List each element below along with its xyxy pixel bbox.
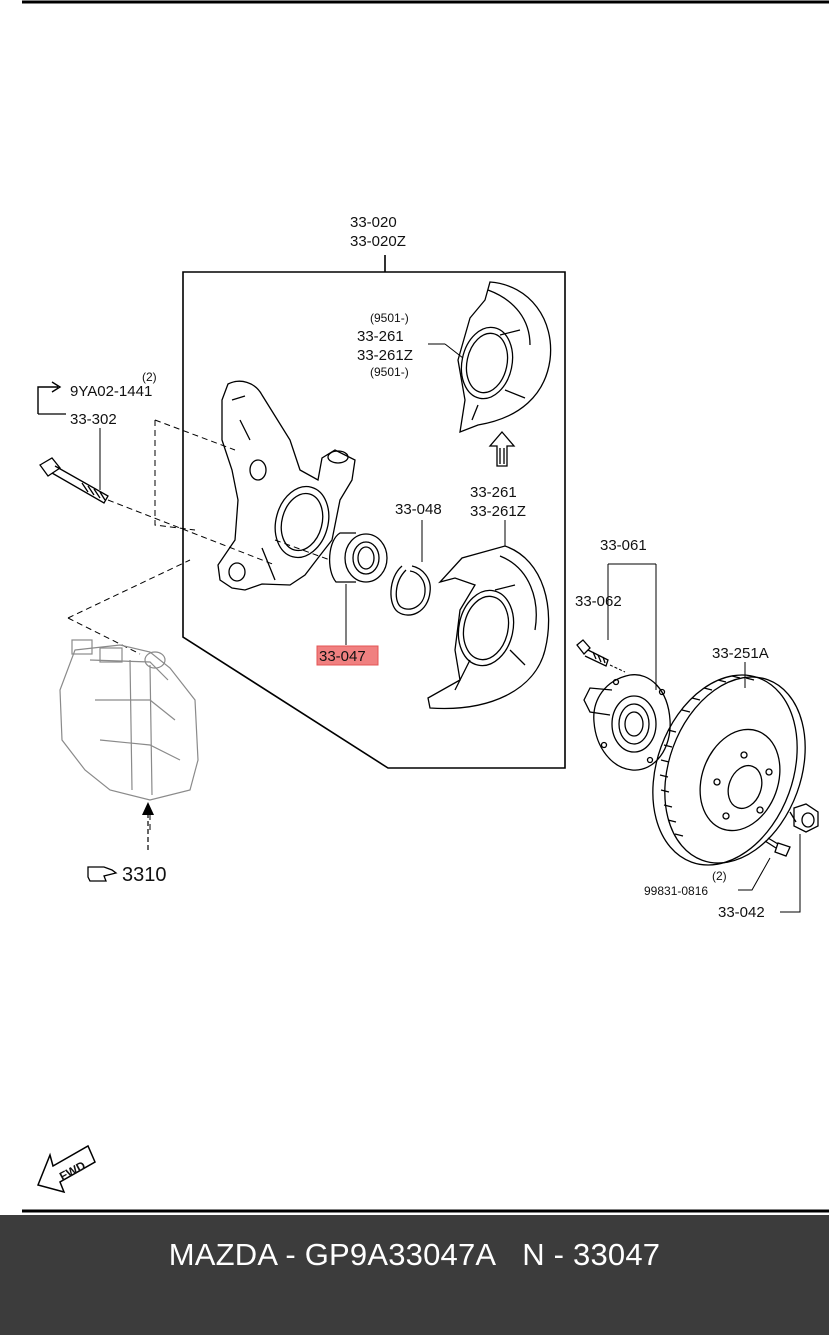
up-arrow-icon [488, 431, 516, 467]
brake-disc [652, 674, 806, 866]
footer-ref-number: N - 33047 [522, 1237, 661, 1272]
bearing-highlight [316, 645, 379, 666]
caliper-arrow-head-icon [142, 802, 154, 815]
leader-nut [780, 834, 801, 913]
label-nut: 33-042 [718, 904, 765, 921]
label-upper-cover-serial-2: (9501-) [370, 365, 409, 379]
leader-screw [738, 857, 771, 891]
label-screw-part: 99831-0816 [644, 884, 708, 898]
hub-bolt [576, 639, 609, 667]
knuckle-assy-frame [182, 255, 566, 769]
footer-part-number: MAZDA - GP9A33047A [168, 1237, 497, 1272]
label-upper-cover-serial-1: (9501-) [370, 311, 409, 325]
label-upper-cover-2: 33-261Z [357, 347, 413, 364]
label-lower-cover-1: 33-261 [470, 484, 517, 501]
disc-vent-hatching [659, 675, 755, 837]
disc-screw [764, 837, 791, 857]
knuckle-bolt [39, 457, 109, 504]
label-fwd: FWD [57, 1158, 88, 1183]
brake-caliper [59, 639, 199, 801]
label-screw-qty: (2) [712, 869, 727, 883]
lug-nut [789, 803, 819, 833]
label-upper-cover-1: 33-261 [357, 328, 404, 345]
label-knuckle-assy-1: 33-020 [350, 214, 397, 231]
label-bearing: 33-047 [319, 648, 366, 665]
dashed-guides [67, 419, 331, 830]
leader-upper-cover-2 [444, 343, 464, 359]
footer-title: MAZDA - GP9A33047A N - 33047 [0, 1237, 829, 1273]
wheel-bearing [329, 532, 388, 583]
label-bolt-part: 33-302 [70, 411, 117, 428]
label-hub-bolt: 33-062 [575, 593, 622, 610]
label-knuckle-assy-2: 33-020Z [350, 233, 406, 250]
label-lower-cover-2: 33-261Z [470, 503, 526, 520]
dust-cover-upper [457, 281, 552, 434]
bolt-ref-arrow-icon [37, 381, 62, 414]
label-disc: 33-251A [712, 645, 769, 662]
label-hub-assy: 33-061 [600, 537, 647, 554]
parts-diagram: 33-020 33-020Z (9501-) 33-261 33-261Z (9… [22, 0, 829, 1213]
snap-ring [390, 565, 431, 616]
hand-pointer-icon [87, 866, 118, 882]
label-snap-ring: 33-048 [395, 501, 442, 518]
label-bolt-ref: 9YA02-1441 [70, 383, 152, 400]
label-caliper-ref: 3310 [122, 864, 167, 886]
hub-bolt-dash [609, 664, 626, 673]
wheel-hub [583, 674, 671, 771]
fwd-arrow-icon [36, 1144, 96, 1194]
steering-knuckle [217, 380, 356, 591]
footer-bar: MAZDA - GP9A33047A N - 33047 [0, 1215, 829, 1335]
dust-cover-lower [427, 545, 550, 710]
label-bolt-qty: (2) [142, 370, 157, 384]
